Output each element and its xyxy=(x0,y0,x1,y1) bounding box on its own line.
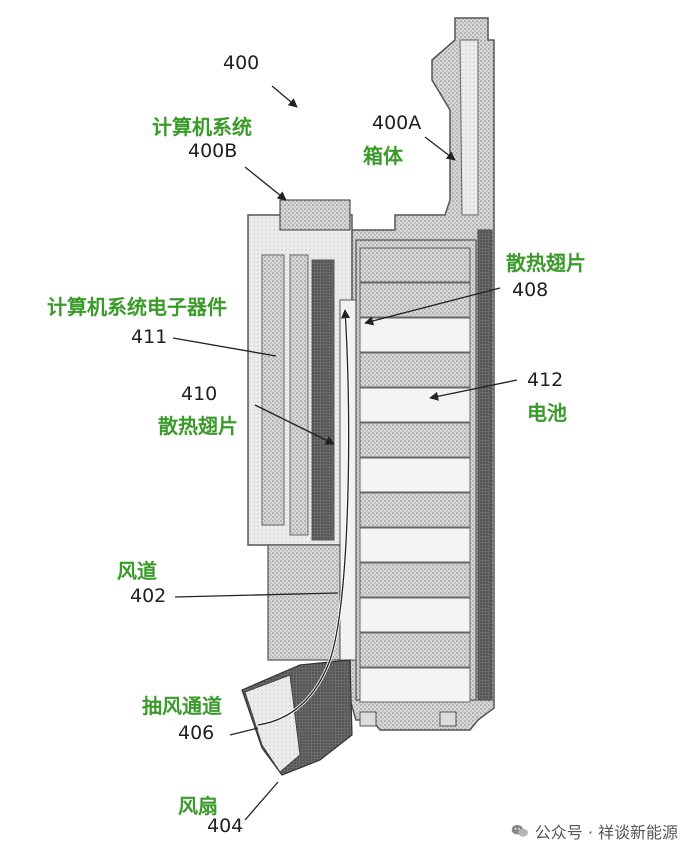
battery-cell xyxy=(359,527,471,563)
leader-lines xyxy=(172,85,518,821)
battery-cell xyxy=(359,597,471,633)
computer-system-400b xyxy=(247,199,353,661)
battery-cell xyxy=(359,422,471,458)
airflow-arrow xyxy=(257,309,351,726)
mounting-feet xyxy=(359,711,457,727)
label-402: 402 xyxy=(130,585,167,607)
label-400b: 400B xyxy=(188,140,238,162)
label-400: 400 xyxy=(223,52,260,74)
label-412: 412 xyxy=(527,369,564,391)
battery-cell xyxy=(359,562,471,598)
label-411-cn: 计算机系统电子器件 xyxy=(47,295,227,319)
label-406: 406 xyxy=(178,722,215,744)
battery-cell xyxy=(359,457,471,493)
battery-cell xyxy=(359,247,471,283)
label-400a-cn: 箱体 xyxy=(363,144,403,168)
label-404-cn: 风扇 xyxy=(178,794,218,818)
label-408-cn: 散热翅片 xyxy=(506,251,586,275)
watermark-footer: 公众号 · 祥谈新能源 xyxy=(511,819,678,843)
label-411: 411 xyxy=(131,326,168,348)
battery-cell xyxy=(359,667,471,703)
label-412-cn: 电池 xyxy=(527,401,567,425)
battery-cell xyxy=(359,632,471,668)
label-410-cn: 散热翅片 xyxy=(158,414,238,438)
label-408: 408 xyxy=(512,279,549,301)
battery-cell xyxy=(359,492,471,528)
label-404: 404 xyxy=(207,815,244,837)
label-410: 410 xyxy=(181,383,218,405)
label-400a: 400A xyxy=(372,112,422,134)
fan-404 xyxy=(241,659,353,776)
battery-cell xyxy=(359,352,471,388)
footer-text: 公众号 · 祥谈新能源 xyxy=(534,823,678,842)
label-400b-cn: 计算机系统 xyxy=(152,115,252,139)
label-402-cn: 风道 xyxy=(117,559,157,583)
battery-cell xyxy=(359,317,471,353)
label-406-cn: 抽风通道 xyxy=(142,694,222,718)
wechat-icon xyxy=(511,824,528,837)
